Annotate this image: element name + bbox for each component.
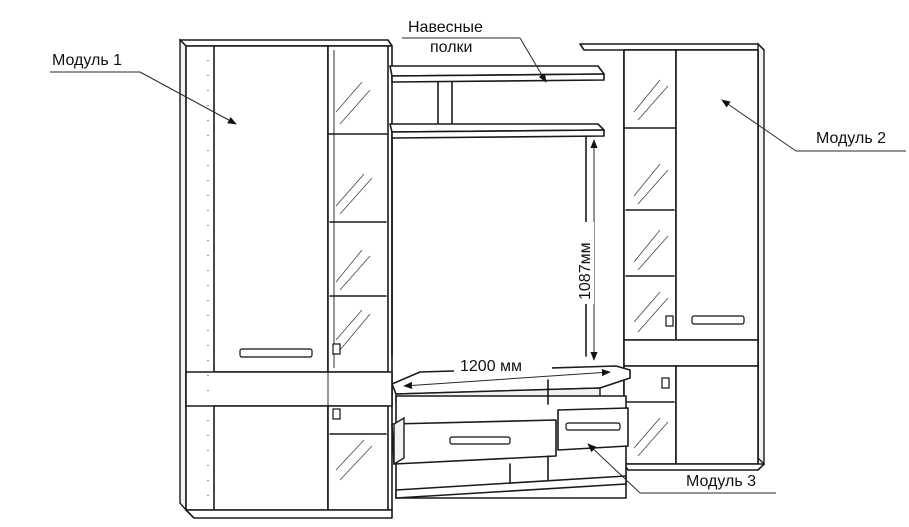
- module-1-cabinet: [179, 38, 393, 519]
- label-hanging-shelves: Навесные полки: [402, 19, 547, 83]
- module-2-cabinet: [579, 42, 765, 471]
- hanging-shelves: [389, 65, 605, 357]
- shelves-label-line2: полки: [430, 39, 472, 56]
- label-module-2: Модуль 2: [721, 99, 906, 152]
- shelves-label-line1: Навесные: [408, 19, 483, 36]
- module-2-label: Модуль 2: [816, 130, 886, 147]
- module-1-label: Модуль 1: [52, 52, 122, 69]
- width-dimension-label: 1200 мм: [460, 358, 522, 375]
- module-3-label: Модуль 3: [686, 473, 756, 490]
- label-module-3: Модуль 3: [587, 443, 776, 494]
- label-module-1: Модуль 1: [50, 52, 237, 125]
- module-3-tv-stand: [391, 365, 631, 499]
- dimension-width: 1200 мм: [403, 356, 611, 390]
- dimension-height: 1087мм: [572, 139, 598, 361]
- height-dimension-label: 1087мм: [577, 242, 594, 300]
